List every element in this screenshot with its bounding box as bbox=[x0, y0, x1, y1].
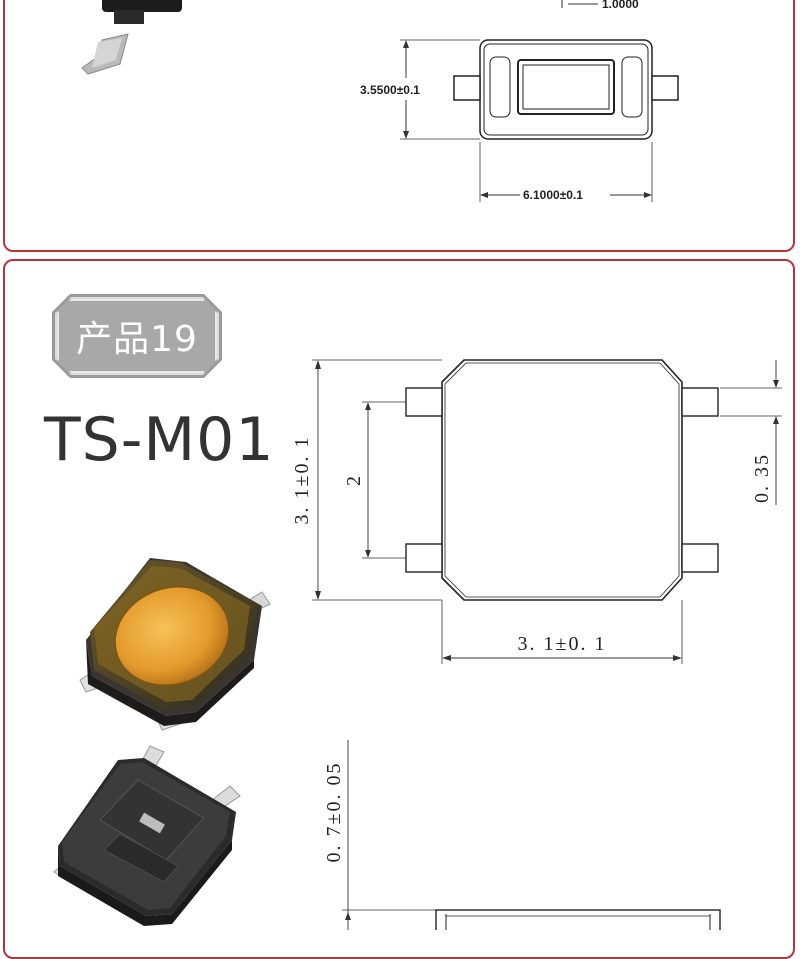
previous-switch-photo bbox=[81, 0, 182, 75]
dim-height-label: 3.5500±0.1 bbox=[360, 83, 420, 97]
dim-width-label: 6.1000±0.1 bbox=[523, 188, 583, 202]
previous-product-panel: 1.0000 3.5500±0.1 6. bbox=[3, 0, 795, 252]
model-name: TS-M01 bbox=[44, 405, 275, 475]
badge-label: 产品19 bbox=[55, 297, 219, 375]
dim-length-top-label: 1.0000 bbox=[602, 0, 639, 11]
badge-outline bbox=[57, 299, 217, 373]
previous-dimension-drawing: 1.0000 3.5500±0.1 6. bbox=[360, 0, 679, 202]
previous-product-drawing: 1.0000 3.5500±0.1 6. bbox=[81, 0, 679, 202]
product-number-badge: 产品19 bbox=[52, 294, 222, 378]
